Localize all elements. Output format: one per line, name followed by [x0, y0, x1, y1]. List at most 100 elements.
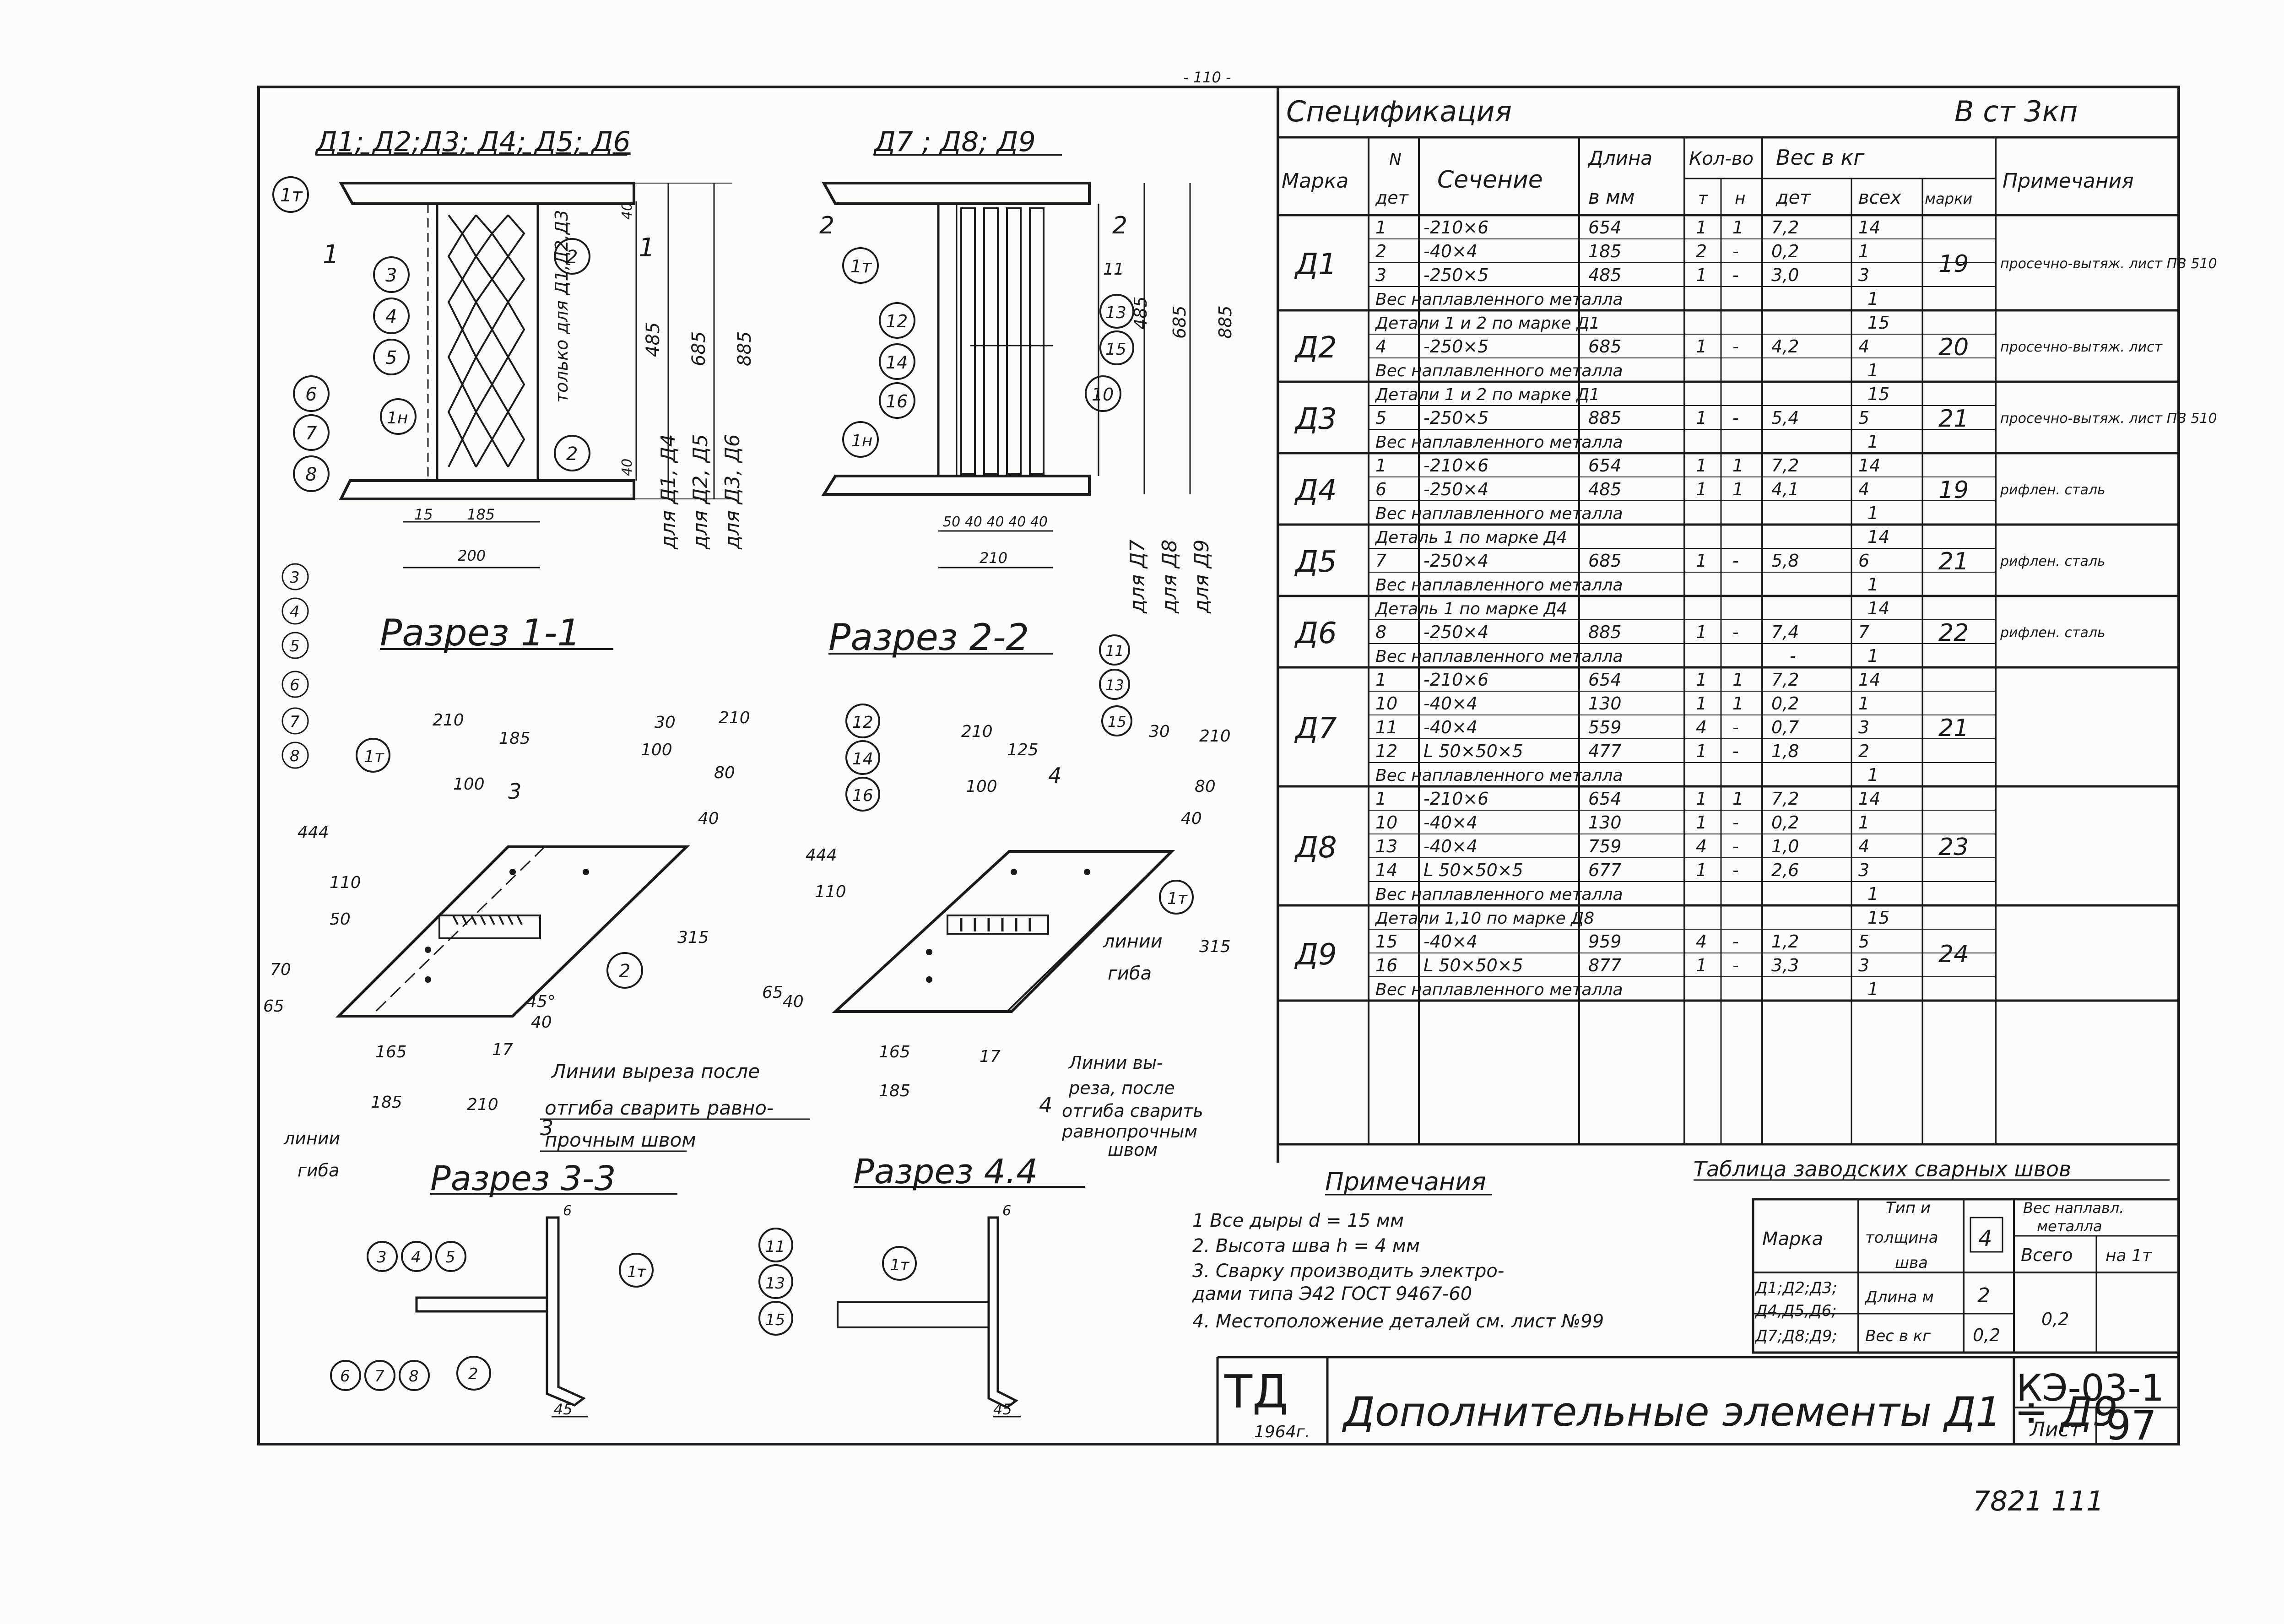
spec-cell: 1: [1696, 551, 1707, 571]
spec-cell: -250×4: [1423, 622, 1488, 642]
spec-cell: -: [1732, 931, 1739, 952]
iso1-d100: 100: [453, 775, 485, 794]
plate-bottom-left: [339, 479, 635, 500]
spec-cell: 1: [1696, 479, 1707, 499]
iso2-d65: 65: [762, 983, 783, 1002]
view-mid-title: Д7 ; Д8; Д9: [873, 126, 1036, 158]
mark-5: 5: [385, 347, 397, 368]
s33-dim45: 45: [554, 1401, 573, 1418]
spec-cell: 4: [1696, 717, 1707, 737]
section-2-2: Разрез 2-2 1т 12 14 16 11 13: [762, 616, 1231, 1160]
mark-11: 11: [1103, 260, 1124, 279]
spec-cell: 1: [1375, 789, 1386, 809]
spec-cell: 14: [1375, 860, 1397, 880]
spec-span-text: Вес наплавленного металла: [1375, 290, 1623, 309]
dim-gaps: 50 40 40 40 40: [943, 514, 1048, 530]
spec-group-total: 19: [1938, 476, 1969, 504]
spec-span-text: Деталь 1 по марке Д4: [1375, 528, 1567, 547]
spec-group-total: 21: [1938, 405, 1969, 433]
spec-cell: 130: [1588, 812, 1622, 833]
spec-cell: 959: [1588, 931, 1622, 952]
spec-cell: 1,0: [1771, 836, 1799, 856]
weld-per-t-hdr: на 1т: [2105, 1246, 2152, 1265]
iso2-d110: 110: [815, 882, 846, 901]
spec-cell: 685: [1588, 336, 1622, 357]
spec-cell: 3,0: [1771, 265, 1799, 285]
spec-cell: 2: [1375, 241, 1386, 261]
spec-span-text: Вес наплавленного металла: [1375, 362, 1623, 380]
spec-cell: 759: [1588, 836, 1622, 856]
spec-cell: 13: [1375, 836, 1397, 856]
spec-cell: 15: [1375, 931, 1397, 952]
spec-group-total: 21: [1938, 548, 1969, 575]
spec-cell: 3: [1375, 265, 1386, 285]
iso1-d315: 315: [677, 928, 709, 947]
iso2-d17: 17: [980, 1047, 1001, 1066]
spec-group-mark: Д1: [1294, 248, 1337, 281]
org-mark: ТД: [1224, 1365, 1288, 1418]
section-1-1: Разрез 1-1 1т 2 3 4 5 6 7: [263, 563, 810, 1180]
iso1-stack-8: 8: [290, 747, 300, 765]
note-1: 1 Все дыры d = 15 мм: [1192, 1210, 1404, 1231]
plate-bottom-mid: [821, 475, 1091, 496]
iso2-d125: 125: [1007, 741, 1039, 759]
iso2-d30: 30: [1149, 722, 1170, 741]
spec-cell: 12: [1375, 741, 1397, 761]
s33-dim6: 6: [563, 1203, 572, 1219]
section-3-3-title: Разрез 3-3: [430, 1159, 616, 1198]
spec-group-mark: Д8: [1294, 831, 1337, 865]
iso1-stack-6: 6: [290, 676, 300, 694]
s33-mark-6: 6: [340, 1367, 350, 1386]
spec-cell: -: [1790, 646, 1796, 666]
spec-group-mark: Д5: [1294, 545, 1337, 579]
weld-total-val: 0,2: [2041, 1309, 2069, 1329]
spec-cell: 1: [1375, 217, 1386, 238]
hdr-w-mark: марки: [1925, 190, 1972, 207]
spec-cell: -250×5: [1423, 336, 1488, 357]
hdr-mark: Марка: [1282, 169, 1348, 193]
for-d3-d6: для Д3, Д6: [721, 434, 744, 550]
iso1-d165: 165: [375, 1043, 407, 1061]
iso2-cut4b: 4: [1039, 1093, 1052, 1117]
spec-cell: 0,7: [1771, 717, 1799, 737]
for-d8: для Д8: [1158, 540, 1181, 614]
section-4-4-title: Разрез 4.4: [854, 1152, 1038, 1191]
spec-cell: 7,2: [1771, 789, 1799, 809]
weld-type-1: Тип и: [1886, 1199, 1931, 1217]
weld-marks-2: Д4,Д5,Д6;: [1754, 1302, 1837, 1320]
spec-cell: 16: [1375, 955, 1397, 975]
spec-cell: 477: [1588, 741, 1622, 761]
spec-cell: -: [1732, 265, 1739, 285]
spec-cell: 15: [1867, 908, 1889, 928]
iso2-d444: 444: [806, 846, 837, 865]
spec-group-note: рифлен. сталь: [2000, 553, 2105, 569]
iso1-d50: 50: [330, 910, 351, 929]
spec-cell: 1: [1696, 265, 1707, 285]
edge-gib-2: гиба: [298, 1160, 339, 1180]
spec-group-total: 23: [1938, 834, 1969, 861]
cut-1-left: 1: [323, 240, 339, 270]
spec-cell: 1: [1867, 574, 1878, 595]
title-block: ТД 1964г. Дополнительные элементы Д1 ÷ Д…: [1216, 1356, 2179, 1449]
mark-1n: 1н: [387, 409, 408, 428]
series-code: КЭ-03-1: [2016, 1367, 2164, 1409]
spec-cell: 5,4: [1771, 408, 1799, 428]
weld-total-hdr: Всего: [2021, 1245, 2073, 1265]
iso2-d165: 165: [879, 1043, 910, 1061]
spec-group-note: просечно-вытяж. лист ПВ 510: [2000, 256, 2217, 272]
iso1-d80: 80: [714, 763, 735, 782]
spec-cell: 7,4: [1771, 622, 1799, 642]
hdr-weight: Вес в кг: [1776, 145, 1865, 170]
dim-485-left: 485: [643, 322, 664, 357]
spec-cell: 14: [1858, 217, 1880, 238]
spec-cell: 1: [1696, 670, 1707, 690]
spec-cell: 1: [1867, 289, 1878, 309]
spec-cell: 1: [1732, 217, 1743, 238]
dim-885-left: 885: [734, 331, 755, 366]
iso2-d185: 185: [879, 1082, 910, 1100]
mark-12: 12: [886, 311, 908, 331]
